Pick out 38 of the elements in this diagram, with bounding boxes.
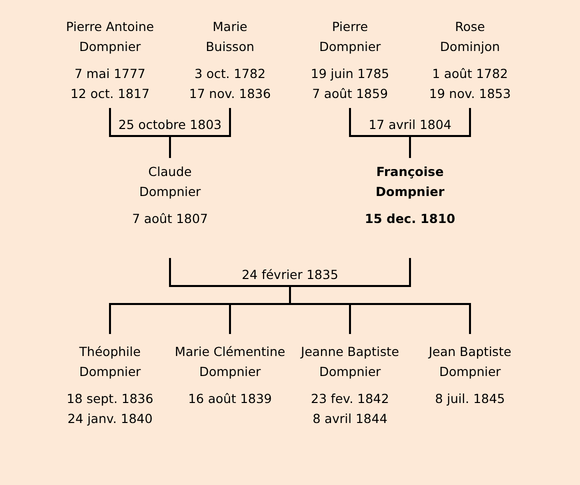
person-name: Marie Buisson: [204, 18, 256, 56]
family-line: [289, 286, 471, 334]
person-name: Claude Dompnier: [138, 163, 202, 201]
date-text: 7 mai 1777: [74, 65, 146, 83]
marriage-date: 17 avril 1804: [364, 114, 456, 136]
family-line: [109, 108, 170, 137]
person-name: Théophile Dompnier: [78, 343, 142, 381]
family-line: [410, 108, 471, 137]
person-name: Jean Baptiste Dompnier: [427, 343, 512, 381]
family-line: [409, 136, 411, 158]
date-text: 3 oct. 1782: [194, 65, 266, 83]
person-name: Pierre Antoine Dompnier: [65, 18, 155, 56]
person-name: Rose Dominjon: [439, 18, 501, 56]
date-text: 24 janv. 1840: [67, 410, 153, 428]
date-text: 12 oct. 1817: [70, 85, 150, 103]
date-text: 7 août 1859: [312, 85, 388, 103]
date-text: 19 nov. 1853: [429, 85, 511, 103]
date-text: 19 juin 1785: [310, 65, 390, 83]
person-name: Jeanne Baptiste Dompnier: [299, 343, 400, 381]
person-name: Françoise Dompnier: [374, 163, 446, 201]
family-line: [170, 108, 231, 137]
date-text: 15 dec. 1810: [364, 210, 456, 228]
date-text: 8 juil. 1845: [434, 390, 506, 408]
marriage-date: 25 octobre 1803: [114, 114, 226, 136]
family-line: [169, 136, 171, 158]
date-text: 23 fev. 1842: [310, 390, 390, 408]
family-line: [349, 108, 410, 137]
family-line: [290, 258, 411, 287]
person-name: Pierre Dompnier: [318, 18, 382, 56]
date-text: 1 août 1782: [432, 65, 508, 83]
date-text: 8 avril 1844: [312, 410, 388, 428]
date-text: 7 août 1807: [132, 210, 208, 228]
marriage-date: 24 février 1835: [238, 264, 342, 286]
date-text: 16 août 1839: [188, 390, 272, 408]
person-name: Marie Clémentine Dompnier: [174, 343, 286, 381]
date-text: 18 sept. 1836: [66, 390, 154, 408]
family-line: [169, 258, 290, 287]
date-text: 17 nov. 1836: [189, 85, 271, 103]
